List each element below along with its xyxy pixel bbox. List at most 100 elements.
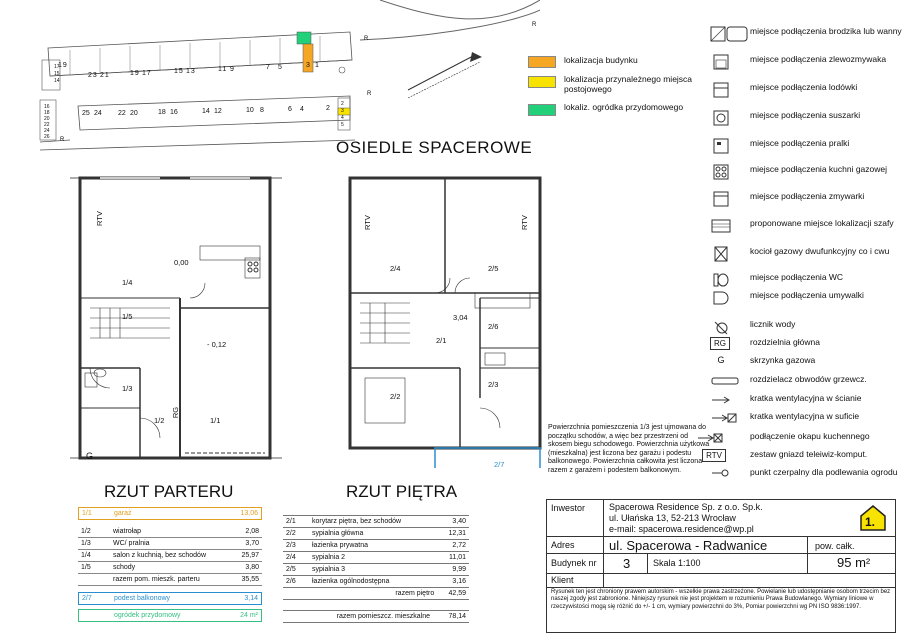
house-number: 26 bbox=[44, 134, 50, 140]
house-badge-shape bbox=[860, 505, 886, 531]
house-number: 14 bbox=[202, 108, 210, 115]
legend-label: miejsce podłączenia pralki bbox=[750, 138, 850, 148]
legend-label: kocioł gazowy dwufunkcyjny co i cwu bbox=[750, 246, 890, 256]
house-number: 2 bbox=[341, 101, 344, 107]
legend-label: miejsce podłączenia lodówki bbox=[750, 82, 858, 92]
info-block: Inwestor Spacerowa Residence Sp. z o.o. … bbox=[546, 499, 896, 633]
house-number: 14 bbox=[54, 78, 60, 84]
ground-plan-title: RZUT PARTERU bbox=[104, 482, 234, 501]
room-name: łazienka ogólnodostępna bbox=[309, 575, 438, 588]
room-area: 12,31 bbox=[437, 527, 469, 540]
house-number: 21 bbox=[100, 72, 110, 79]
address-value: ul. Spacerowa - Radwanice bbox=[609, 538, 768, 553]
house-number: 3 bbox=[306, 62, 311, 69]
sink-icon bbox=[713, 54, 729, 70]
water-meter-icon bbox=[714, 321, 728, 335]
house-number: 8 bbox=[260, 107, 264, 114]
room-number: 1/3 bbox=[78, 537, 110, 550]
house-number: 4 bbox=[300, 106, 304, 113]
room-number: 2/4 bbox=[283, 551, 309, 564]
level-marker: 3,04 bbox=[453, 313, 468, 322]
legend-label: miejsce podłączenia zmywarki bbox=[750, 191, 865, 201]
room-1-2: 1/2 bbox=[154, 416, 165, 425]
room-area: 2,72 bbox=[437, 539, 469, 552]
room-area: 2,08 bbox=[232, 526, 262, 538]
room-number: 1/2 bbox=[78, 526, 110, 538]
house-number: 15 bbox=[174, 68, 184, 75]
tap-icon bbox=[712, 469, 729, 477]
rg-symbol: RG bbox=[171, 406, 181, 419]
site-plan-drawing bbox=[39, 0, 540, 151]
legend-label: proponowane miejsce lokalizacji szafy bbox=[750, 218, 894, 228]
area-note: Powierzchnia pomieszczenia 1/3 jest ujmo… bbox=[548, 424, 710, 474]
house-number: 11 bbox=[218, 66, 228, 73]
room-area: 11,01 bbox=[437, 551, 469, 564]
legend-label: rozdzielnia główna bbox=[750, 337, 820, 347]
site-left-column-2: 16 18 20 22 24 26 bbox=[44, 104, 50, 140]
room-number: 1/4 bbox=[78, 549, 110, 562]
wardrobe-icon bbox=[711, 219, 731, 233]
legend-label: miejsce podłączenia umywalki bbox=[750, 290, 864, 300]
house-number: 17 bbox=[142, 70, 152, 77]
room-2-4: 2/4 bbox=[390, 264, 401, 273]
room-area: 9,99 bbox=[437, 563, 469, 576]
ground-plan-drawing bbox=[70, 176, 282, 460]
upper-floor-plan: 2/4 2/5 2/6 2/1 2/2 2/3 2/7 3,04 RTV RTV bbox=[340, 168, 560, 469]
room-area: 25,97 bbox=[232, 549, 262, 562]
room-name: wiatrołap bbox=[110, 526, 233, 538]
basin-icon bbox=[713, 291, 729, 305]
distribution-board-icon bbox=[711, 377, 739, 385]
house-number: 12 bbox=[214, 108, 222, 115]
key-swatch-parking bbox=[528, 76, 556, 88]
house-number: 22 bbox=[118, 110, 126, 117]
tub-icon bbox=[710, 26, 748, 42]
road-mark: R bbox=[60, 137, 65, 143]
upper-plan-title: RZUT PIĘTRA bbox=[346, 482, 458, 501]
room-1-1: 1/1 bbox=[210, 416, 221, 425]
rtv-symbol: RTV bbox=[519, 215, 529, 230]
room-name: sypialnia główna bbox=[309, 527, 438, 540]
room-2-3: 2/3 bbox=[488, 380, 499, 389]
address-label: Adres bbox=[551, 540, 575, 550]
road-mark: R bbox=[532, 22, 537, 28]
room-number: 2/7 bbox=[82, 595, 92, 602]
room-2-6: 2/6 bbox=[488, 322, 499, 331]
house-number: 23 bbox=[88, 72, 98, 79]
room-name: garaż bbox=[114, 510, 132, 517]
key-swatch-garden bbox=[528, 104, 556, 116]
room-1-4: 1/4 bbox=[122, 278, 133, 287]
legend-label: licznik wody bbox=[750, 319, 796, 329]
room-number: 2/1 bbox=[283, 515, 309, 528]
estate-title: OSIEDLE SPACEROWE bbox=[336, 138, 533, 157]
house-number: 5 bbox=[341, 122, 344, 128]
sum-area: 35,55 bbox=[232, 573, 262, 586]
level-marker: - 0,12 bbox=[207, 340, 227, 349]
site-key: lokalizacja budynku lokalizacja przynale… bbox=[528, 56, 698, 116]
legend-label: kratka wentylacyjna w ścianie bbox=[750, 393, 862, 403]
total-label: razem pomieszcz. mieszkalne bbox=[283, 610, 433, 623]
garage-row-table: 1/1 garaż 13,06 bbox=[78, 507, 262, 520]
total-area: 95 m² bbox=[837, 555, 871, 570]
room-name: korytarz piętra, bez schodów bbox=[309, 515, 438, 528]
disclaimer: Rysunek ten jest chroniony prawem autors… bbox=[551, 589, 891, 610]
wc-icon bbox=[713, 273, 729, 287]
house-number: 13 bbox=[186, 68, 196, 75]
house-number: 20 bbox=[130, 110, 138, 117]
house-number: 17 bbox=[54, 64, 60, 70]
house-number: 24 bbox=[94, 110, 102, 117]
room-area: 3,80 bbox=[232, 561, 262, 574]
room-area: 3,70 bbox=[232, 537, 262, 550]
room-area: 3,40 bbox=[437, 515, 469, 528]
key-label-garden: lokaliz. ogródka przydomowego bbox=[564, 102, 684, 112]
building-label: Budynek nr bbox=[551, 558, 597, 568]
